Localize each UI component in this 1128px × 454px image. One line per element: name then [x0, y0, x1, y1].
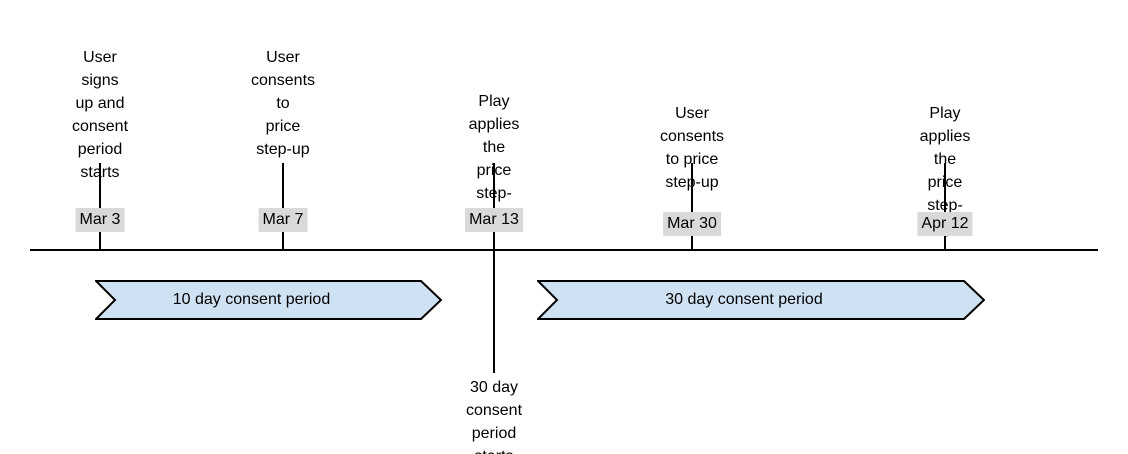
- event-date-chip: Mar 30: [663, 212, 721, 236]
- chevron-banner-shape: [95, 280, 442, 320]
- period-label: 30 day consent period: [665, 291, 823, 308]
- period-label: 10 day consent period: [172, 291, 331, 308]
- chevron-banner-polygon: [95, 280, 442, 320]
- event-tick: [282, 163, 284, 250]
- event-date-chip: Mar 7: [258, 208, 308, 232]
- event-date-chip: Apr 12: [917, 212, 973, 236]
- event-date-chip: Mar 13: [465, 208, 523, 232]
- chevron-banner-polygon: [537, 280, 985, 320]
- event-date-chip: Mar 3: [75, 208, 125, 232]
- chevron-banner-shape: [537, 280, 985, 320]
- period-banner-30-day: 30 day consent period: [537, 280, 985, 320]
- period-banner-10-day: 10 day consent period: [95, 280, 442, 320]
- event-tick: [944, 163, 946, 250]
- timeline-axis: [30, 249, 1098, 251]
- event-tick: [99, 163, 101, 250]
- event-tick: [493, 163, 495, 250]
- event-callout-line: [493, 250, 495, 373]
- event-description: User consents to price step-up: [250, 49, 316, 158]
- event-tick: [691, 163, 693, 250]
- event-annotation: 30 day consent period starts: [465, 379, 523, 454]
